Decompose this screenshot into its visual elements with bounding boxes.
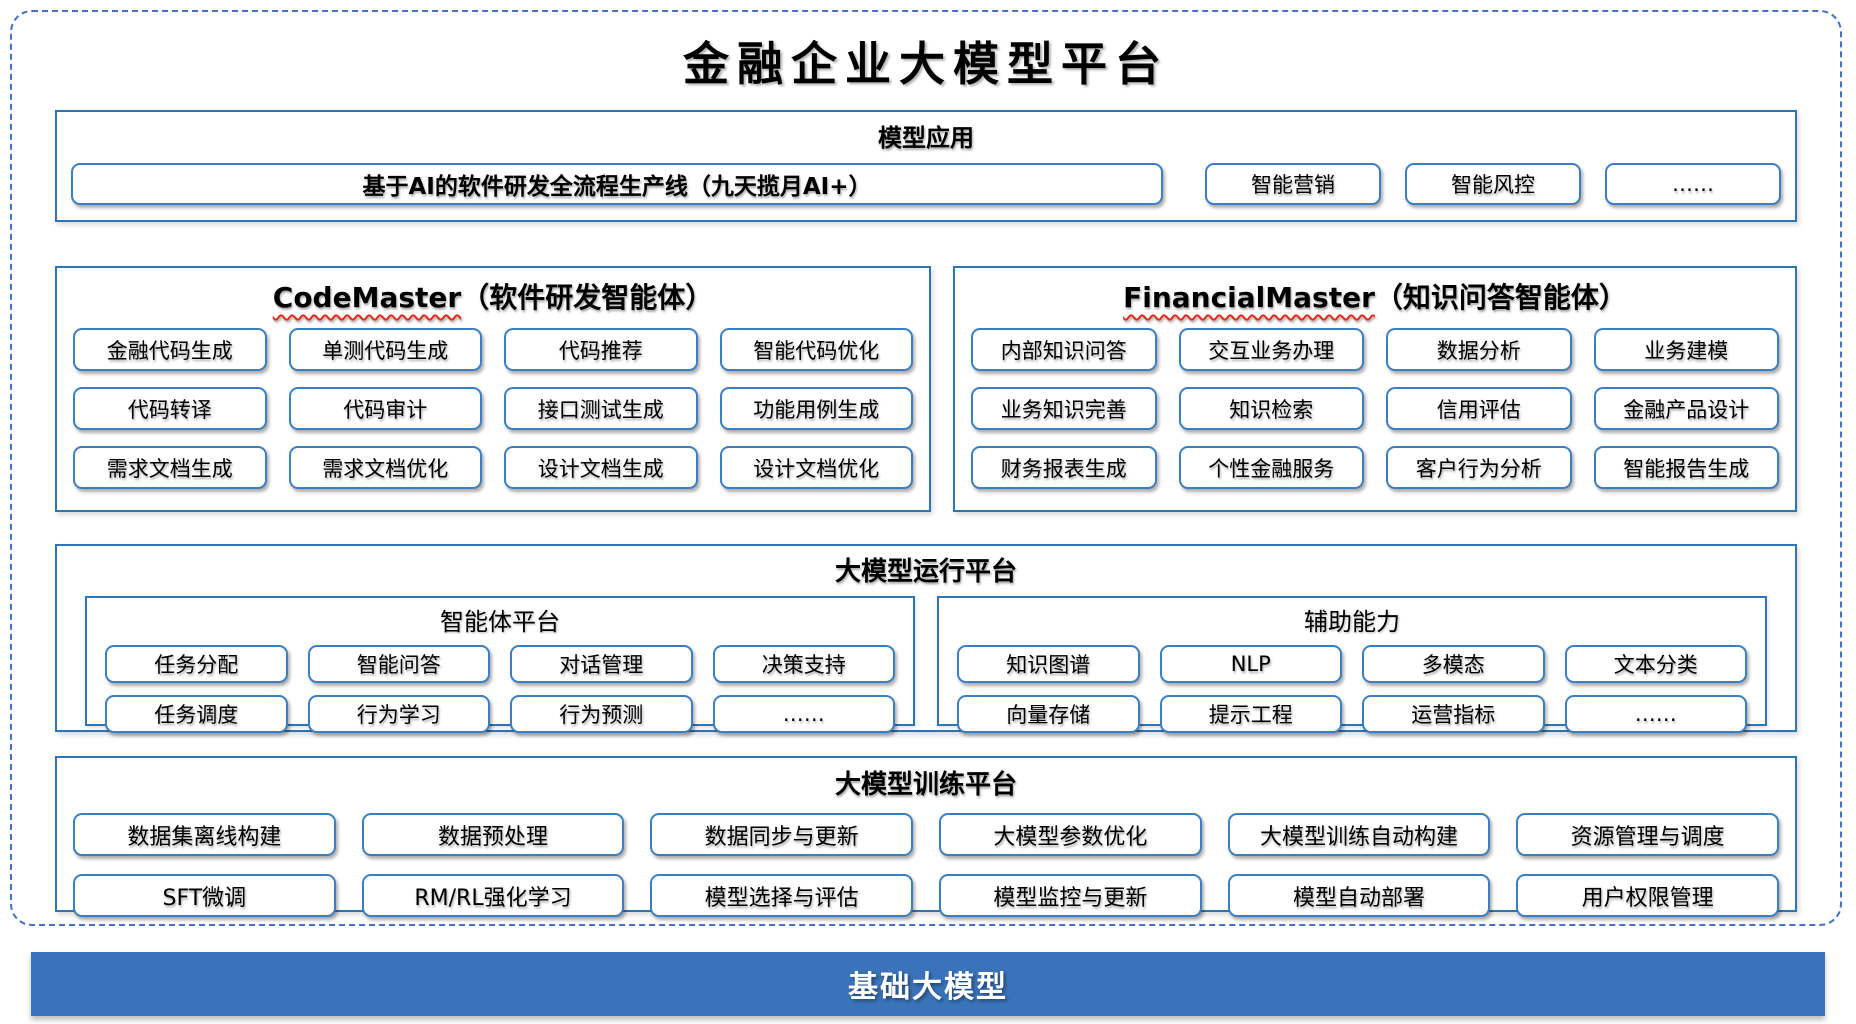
codemaster-name: CodeMaster (272, 281, 462, 314)
item-financialmaster: 客户行为分析 (1386, 446, 1572, 489)
item-agent-platform: 任务调度 (105, 695, 288, 733)
agent-platform-header: 智能体平台 (440, 608, 560, 636)
item-training: 大模型训练自动构建 (1227, 813, 1491, 856)
item-financialmaster: 个性金融服务 (1178, 446, 1364, 489)
item-training: RM/RL强化学习 (361, 874, 625, 917)
item-financialmaster: 数据分析 (1386, 328, 1572, 371)
financialmaster-name: FinancialMaster (1123, 281, 1375, 314)
agents-row: CodeMaster（软件研发智能体） 金融代码生成 单测代码生成 代码推荐 智… (55, 266, 1797, 512)
item-training: SFT微调 (73, 874, 336, 917)
item-codemaster: 代码审计 (288, 387, 482, 430)
item-auxiliary: 运营指标 (1362, 695, 1545, 733)
item-smart-marketing: 智能营销 (1205, 163, 1381, 205)
section-codemaster-agent: CodeMaster（软件研发智能体） 金融代码生成 单测代码生成 代码推荐 智… (55, 266, 931, 512)
outer-dashed-frame: 金融企业大模型平台 模型应用 基于AI的软件研发全流程生产线（九天揽月AI+） … (10, 10, 1842, 926)
item-auxiliary: 多模态 (1362, 645, 1545, 683)
item-agent-platform: 智能问答 (307, 645, 490, 683)
section-training-platform: 大模型训练平台 数据集离线构建 数据预处理 数据同步与更新 大模型参数优化 大模… (55, 756, 1797, 917)
page-title: 金融企业大模型平台 (683, 37, 1169, 91)
runtime-platform-header: 大模型运行平台 (834, 557, 1017, 587)
item-codemaster: 需求文档优化 (288, 446, 482, 489)
item-financialmaster: 业务建模 (1593, 328, 1779, 371)
item-codemaster: 单测代码生成 (288, 328, 482, 371)
group-agent-platform: 智能体平台 任务分配 智能问答 对话管理 决策支持 任务调度 行为学习 行为预测… (85, 596, 915, 733)
codemaster-items-grid: 金融代码生成 单测代码生成 代码推荐 智能代码优化 代码转译 代码审计 接口测试… (73, 328, 913, 489)
item-codemaster: 接口测试生成 (504, 387, 698, 430)
training-platform-header: 大模型训练平台 (834, 770, 1017, 800)
item-agent-platform: 行为学习 (307, 695, 490, 733)
section-runtime-platform: 大模型运行平台 智能体平台 任务分配 智能问答 对话管理 决策支持 任务调度 行… (55, 544, 1797, 733)
item-training: 用户权限管理 (1516, 874, 1779, 917)
content-column: 模型应用 基于AI的软件研发全流程生产线（九天揽月AI+） 智能营销 智能风控 … (55, 110, 1797, 917)
item-codemaster: 智能代码优化 (719, 328, 913, 371)
item-agent-platform: 对话管理 (510, 645, 693, 683)
codemaster-name-suffix: （软件研发智能体） (461, 281, 714, 314)
item-ai-rd-pipeline: 基于AI的软件研发全流程生产线（九天揽月AI+） (71, 163, 1163, 205)
item-codemaster: 代码推荐 (504, 328, 698, 371)
item-training: 数据预处理 (361, 813, 625, 856)
item-training: 资源管理与调度 (1516, 813, 1779, 856)
item-codemaster: 设计文档生成 (504, 446, 698, 489)
item-smart-risk-control: 智能风控 (1405, 163, 1581, 205)
item-financialmaster: 智能报告生成 (1593, 446, 1779, 489)
item-financialmaster: 内部知识问答 (971, 328, 1157, 371)
item-auxiliary: …… (1564, 695, 1747, 733)
item-codemaster: 金融代码生成 (73, 328, 267, 371)
item-training: 大模型参数优化 (938, 813, 1202, 856)
item-training: 数据同步与更新 (650, 813, 913, 856)
item-training: 模型选择与评估 (650, 874, 913, 917)
foundation-model-label: 基础大模型 (848, 970, 1008, 1005)
item-financialmaster: 财务报表生成 (971, 446, 1157, 489)
section-model-application-header: 模型应用 (878, 124, 974, 152)
codemaster-header: CodeMaster（软件研发智能体） (57, 276, 929, 316)
item-codemaster: 需求文档生成 (73, 446, 267, 489)
item-codemaster: 功能用例生成 (719, 387, 913, 430)
financialmaster-header: FinancialMaster（知识问答智能体） (955, 276, 1795, 316)
item-agent-platform: 决策支持 (712, 645, 895, 683)
item-auxiliary: 知识图谱 (957, 645, 1140, 683)
item-financialmaster: 交互业务办理 (1178, 328, 1364, 371)
item-training: 模型监控与更新 (938, 874, 1202, 917)
auxiliary-capabilities-items-grid: 知识图谱 NLP 多模态 文本分类 向量存储 提示工程 运营指标 …… (957, 645, 1747, 733)
foundation-model-bar: 基础大模型 (31, 952, 1825, 1016)
section-model-application: 模型应用 基于AI的软件研发全流程生产线（九天揽月AI+） 智能营销 智能风控 … (55, 110, 1797, 222)
section-financialmaster-agent: FinancialMaster（知识问答智能体） 内部知识问答 交互业务办理 数… (953, 266, 1797, 512)
item-financialmaster: 知识检索 (1178, 387, 1364, 430)
item-auxiliary: 文本分类 (1564, 645, 1747, 683)
agent-platform-items-grid: 任务分配 智能问答 对话管理 决策支持 任务调度 行为学习 行为预测 …… (105, 645, 895, 733)
item-codemaster: 设计文档优化 (719, 446, 913, 489)
item-financialmaster: 金融产品设计 (1593, 387, 1779, 430)
item-training: 数据集离线构建 (73, 813, 336, 856)
item-financialmaster: 信用评估 (1386, 387, 1572, 430)
financialmaster-items-grid: 内部知识问答 交互业务办理 数据分析 业务建模 业务知识完善 知识检索 信用评估… (971, 328, 1779, 489)
item-financialmaster: 业务知识完善 (971, 387, 1157, 430)
item-auxiliary: 提示工程 (1159, 695, 1342, 733)
item-agent-platform: 行为预测 (510, 695, 693, 733)
model-application-items-row: 基于AI的软件研发全流程生产线（九天揽月AI+） 智能营销 智能风控 …… (71, 163, 1781, 205)
item-training: 模型自动部署 (1227, 874, 1491, 917)
item-auxiliary: NLP (1159, 645, 1342, 683)
item-more-ellipsis: …… (1605, 163, 1781, 205)
training-items-grid: 数据集离线构建 数据预处理 数据同步与更新 大模型参数优化 大模型训练自动构建 … (73, 813, 1779, 917)
item-agent-platform: 任务分配 (105, 645, 288, 683)
item-codemaster: 代码转译 (73, 387, 267, 430)
item-agent-platform: …… (712, 695, 895, 733)
financialmaster-name-suffix: （知识问答智能体） (1374, 281, 1627, 314)
group-auxiliary-capabilities: 辅助能力 知识图谱 NLP 多模态 文本分类 向量存储 提示工程 运营指标 …… (937, 596, 1767, 733)
item-auxiliary: 向量存储 (957, 695, 1140, 733)
auxiliary-capabilities-header: 辅助能力 (1304, 608, 1400, 636)
runtime-groups-row: 智能体平台 任务分配 智能问答 对话管理 决策支持 任务调度 行为学习 行为预测… (85, 596, 1767, 733)
